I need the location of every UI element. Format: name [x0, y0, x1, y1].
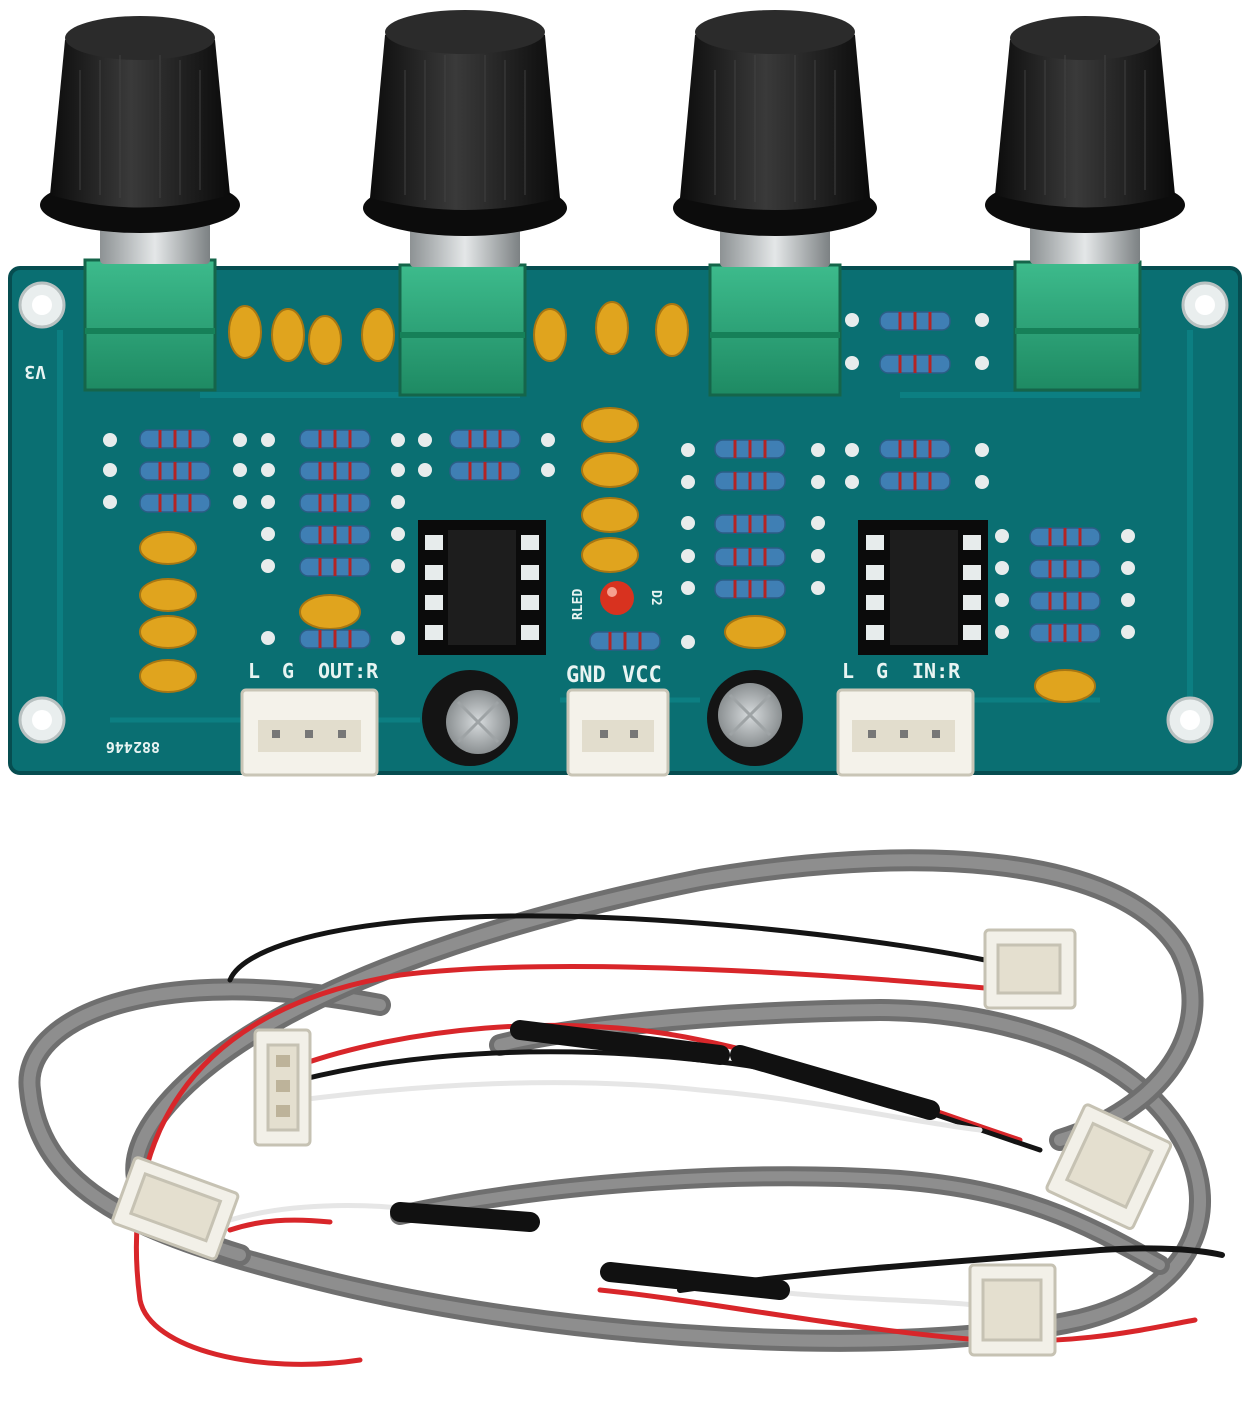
solder-pads: [103, 313, 1135, 649]
ic-chip-left: [418, 520, 546, 655]
heat-shrink-sleeve: [510, 1020, 730, 1065]
potentiometer-body: [398, 263, 527, 397]
potentiometers: [83, 258, 1142, 397]
electrolytic-capacitor-left: [422, 670, 518, 766]
ic-chip-right: [858, 520, 988, 655]
led-indicator: [600, 581, 634, 615]
knob-treble[interactable]: [673, 10, 877, 267]
white-wire: [297, 1080, 983, 1133]
cable-connector: [968, 1263, 1057, 1357]
label-out-g: G: [282, 659, 294, 683]
red-wire: [597, 1287, 1198, 1344]
label-d2: D2: [648, 590, 663, 606]
label-gnd: GND: [566, 663, 606, 688]
label-part-code: 882446: [106, 738, 160, 756]
label-version: V3: [24, 361, 46, 382]
connector-out: [240, 688, 379, 777]
heat-shrink-sleeve: [730, 1045, 940, 1120]
heat-shrink-sleeve: [600, 1262, 790, 1300]
label-in: IN:R: [912, 659, 961, 683]
connector-power: [566, 688, 670, 777]
mounting-holes: [18, 281, 1229, 744]
electrolytic-capacitor-right: [707, 670, 803, 766]
knob-bass[interactable]: [40, 16, 240, 264]
cable-connector: [1045, 1103, 1173, 1230]
cable-connectors: [111, 928, 1173, 1357]
label-in-l: L: [842, 659, 854, 683]
white-wire: [757, 1287, 978, 1308]
label-out: OUT:R: [318, 659, 379, 683]
label-out-l: L: [248, 659, 260, 683]
black-wire: [227, 913, 988, 983]
potentiometer-body: [83, 258, 217, 392]
knob-volume[interactable]: [985, 16, 1185, 264]
potentiometer-body: [1013, 260, 1142, 392]
cable-connector: [983, 928, 1077, 1010]
red-wire: [133, 964, 988, 1367]
cable-assembly: [18, 849, 1225, 1367]
red-wire: [227, 1217, 333, 1233]
label-vcc: VCC: [622, 663, 662, 688]
resistors: [139, 311, 1101, 651]
heat-shrink-sleeve: [390, 1202, 540, 1232]
cable-connector: [111, 1156, 240, 1261]
ceramic-capacitors: [139, 301, 1096, 703]
potentiometer-body: [708, 263, 842, 397]
connector-in: [836, 688, 975, 777]
label-in-g: G: [876, 659, 888, 683]
silkscreen-labels: V3 L G OUT:R VCC GND L G IN:R RLED D2 88…: [24, 361, 961, 756]
knob-mid[interactable]: [363, 10, 567, 267]
black-wire: [677, 1245, 1225, 1293]
cable-connector: [253, 1028, 312, 1147]
label-led: RLED: [571, 589, 586, 620]
